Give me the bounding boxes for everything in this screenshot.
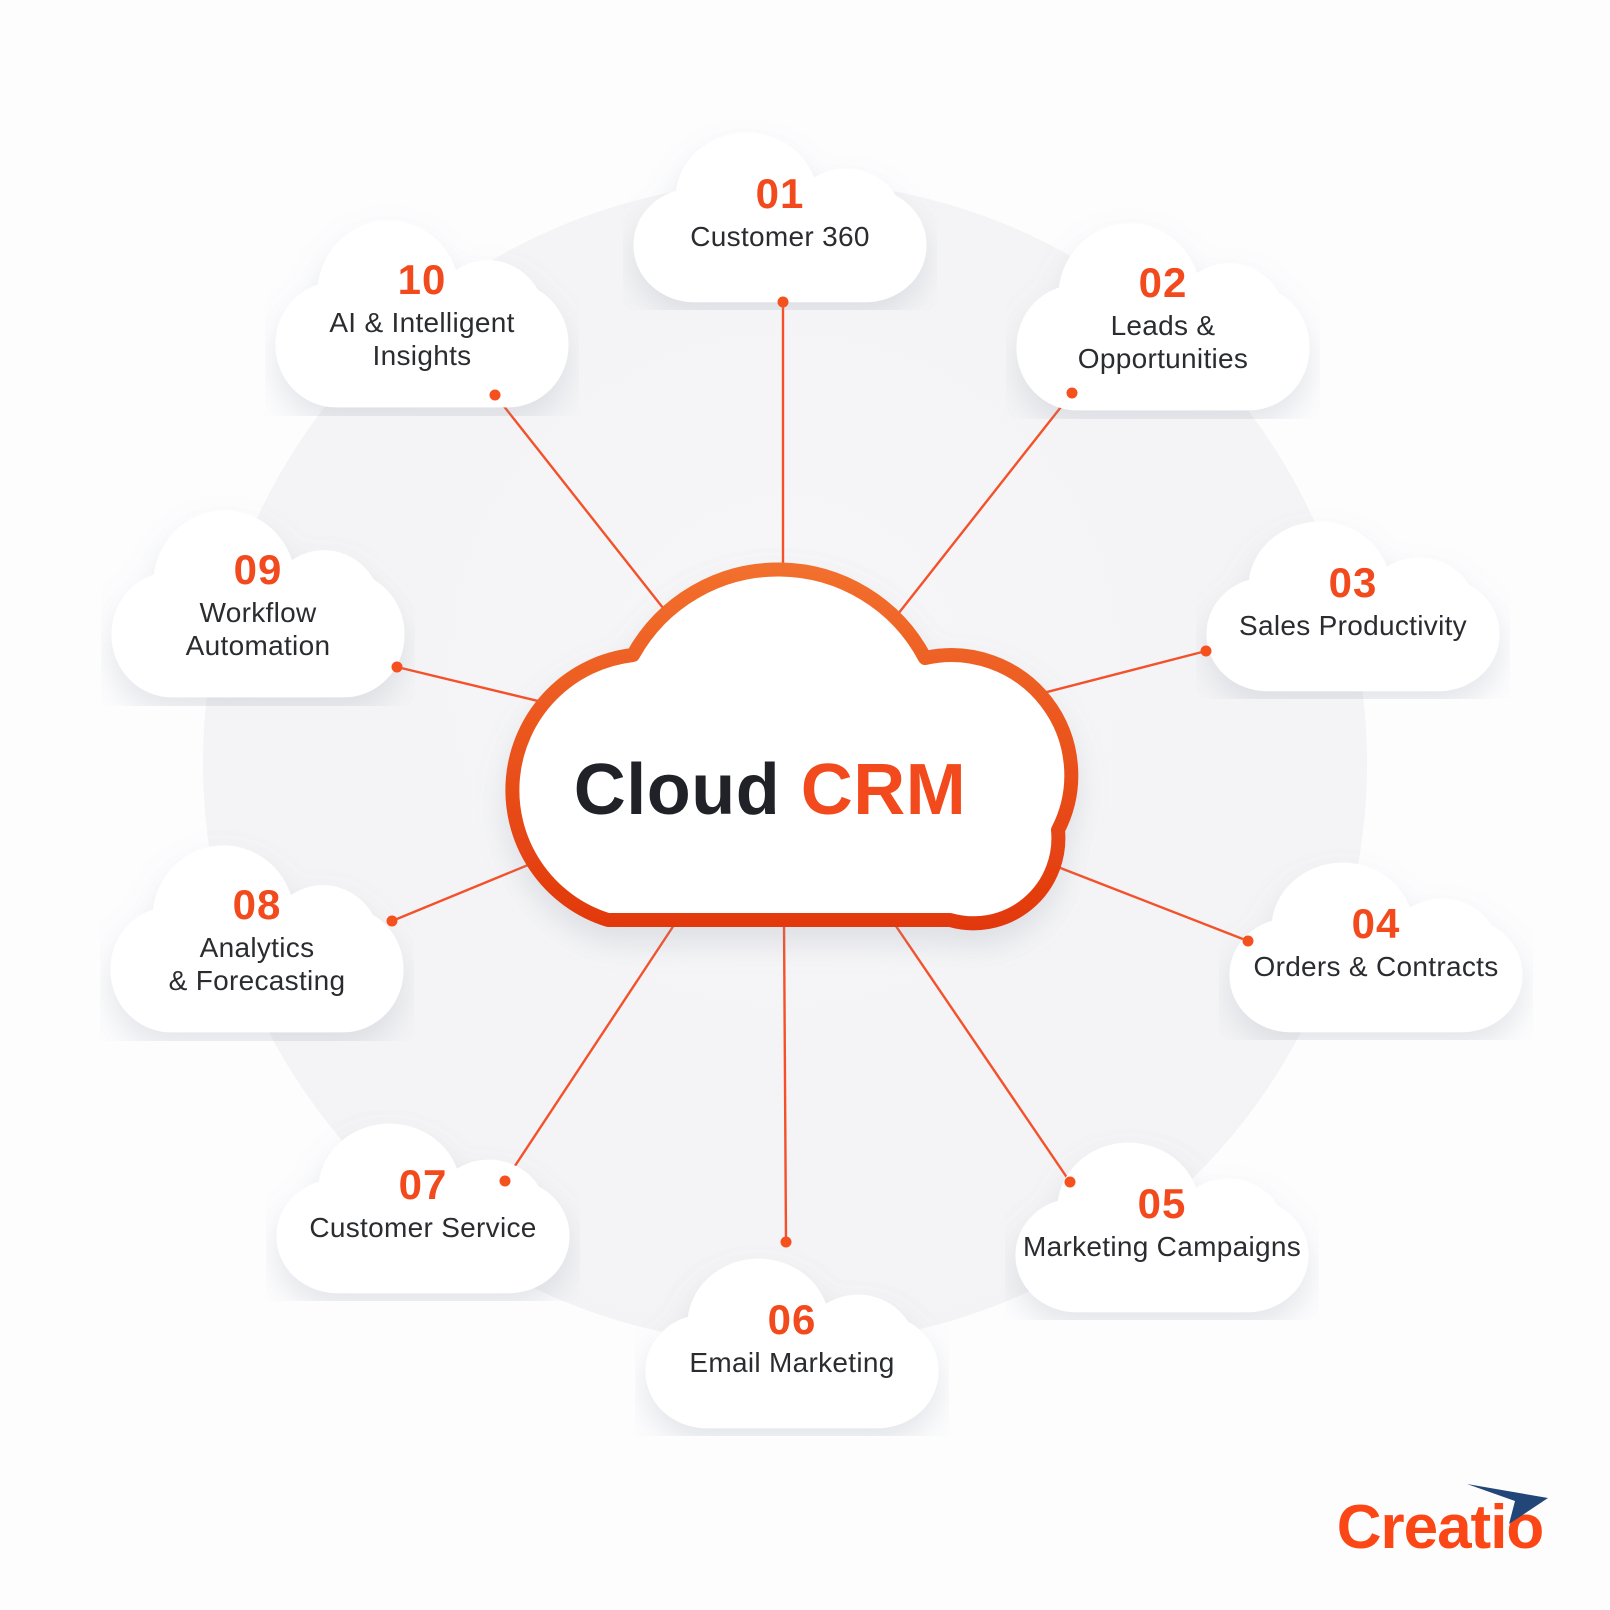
node-08: 08 Analytics & Forecasting bbox=[87, 883, 427, 997]
node-02-number: 02 bbox=[1138, 259, 1188, 306]
node-02-label: Leads & Opportunities bbox=[1077, 310, 1249, 374]
node-06-number: 06 bbox=[767, 1296, 817, 1343]
brand-logo-text: Creatio bbox=[1336, 1493, 1545, 1562]
node-10-label: AI & Intelligent Insights bbox=[329, 307, 515, 371]
connector-dot-01 bbox=[777, 296, 789, 308]
node-06-label: Email Marketing bbox=[689, 1347, 895, 1378]
connector-dot-05 bbox=[1064, 1176, 1076, 1188]
node-02: 02 Leads & Opportunities bbox=[993, 261, 1333, 375]
connector-dot-03 bbox=[1200, 645, 1212, 657]
node-06: 06 Email Marketing bbox=[622, 1298, 962, 1379]
node-09-label: Workflow Automation bbox=[185, 597, 331, 661]
node-01: 01 Customer 360 bbox=[610, 172, 950, 253]
connector-dots bbox=[386, 296, 1254, 1248]
node-08-label: Analytics & Forecasting bbox=[168, 932, 346, 996]
connector-dot-10 bbox=[489, 389, 501, 401]
connector-dot-04 bbox=[1242, 935, 1254, 947]
brand-logo-arrow-icon bbox=[1467, 1484, 1548, 1524]
central-cloud bbox=[505, 562, 1079, 931]
central-cloud-outline bbox=[505, 562, 1079, 931]
center-title-dark: Cloud bbox=[573, 750, 781, 830]
connector-dot-02 bbox=[1066, 387, 1078, 399]
node-07-number: 07 bbox=[398, 1161, 448, 1208]
node-10: 10 AI & Intelligent Insights bbox=[252, 258, 592, 372]
node-04: 04 Orders & Contracts bbox=[1206, 902, 1546, 983]
node-05: 05 Marketing Campaigns bbox=[992, 1182, 1332, 1263]
node-04-label: Orders & Contracts bbox=[1253, 951, 1499, 982]
center-title-accent: CRM bbox=[800, 750, 967, 830]
node-03: 03 Sales Productivity bbox=[1183, 561, 1523, 642]
connector-dot-06 bbox=[780, 1236, 792, 1248]
node-05-label: Marketing Campaigns bbox=[1022, 1231, 1302, 1262]
center-title: Cloud CRM bbox=[470, 745, 1070, 835]
node-04-number: 04 bbox=[1351, 900, 1401, 947]
connector-dot-09 bbox=[391, 661, 403, 673]
node-01-label: Customer 360 bbox=[690, 221, 870, 252]
node-03-number: 03 bbox=[1328, 559, 1378, 606]
node-09-number: 09 bbox=[233, 546, 283, 593]
node-05-number: 05 bbox=[1137, 1180, 1187, 1227]
connector-dot-07 bbox=[499, 1175, 511, 1187]
node-07: 07 Customer Service bbox=[253, 1163, 593, 1244]
node-03-label: Sales Productivity bbox=[1239, 610, 1467, 641]
node-07-label: Customer Service bbox=[309, 1212, 537, 1243]
node-08-number: 08 bbox=[232, 881, 282, 928]
node-09: 09 Workflow Automation bbox=[88, 548, 428, 662]
node-01-number: 01 bbox=[755, 170, 805, 217]
connector-dot-08 bbox=[386, 915, 398, 927]
node-10-number: 10 bbox=[397, 256, 447, 303]
